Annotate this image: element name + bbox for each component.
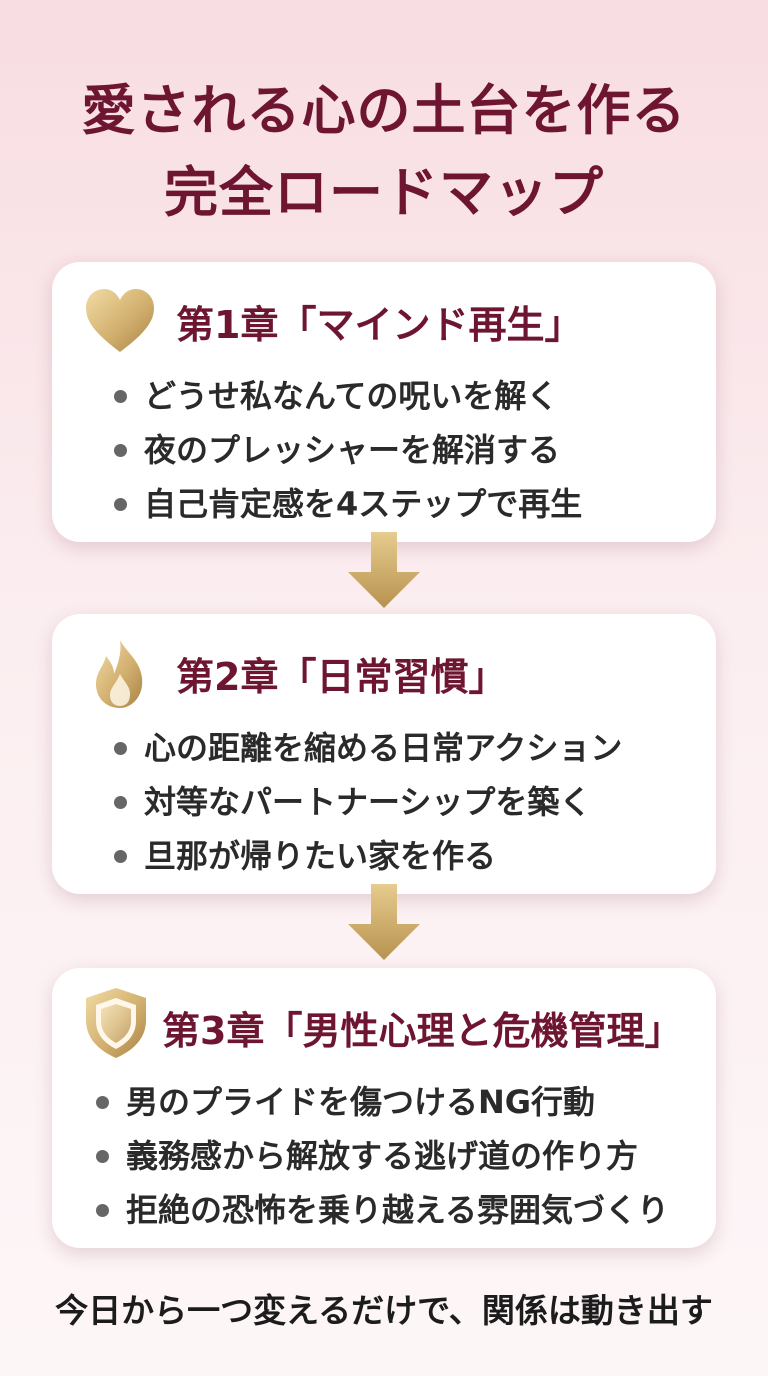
chapter-3-list: 男のプライドを傷つけるNG行動 義務感から解放する逃げ道の作り方 拒絶の恐怖を乗… <box>96 1086 669 1248</box>
flame-icon <box>96 640 143 708</box>
list-item-text: 男のプライドを傷つけるNG行動 <box>126 1083 596 1121</box>
list-item-text: 心の距離を縮める日常アクション <box>144 729 623 767</box>
list-item: 対等なパートナーシップを築く <box>114 786 622 840</box>
chapter-1-title: 第1章「マインド再生」 <box>176 303 583 347</box>
list-item: 心の距離を縮める日常アクション <box>114 732 622 786</box>
bullet-dot <box>96 1204 109 1217</box>
bullet-dot <box>114 390 127 403</box>
bullet-dot <box>114 796 127 809</box>
heart-icon <box>86 289 154 352</box>
list-item: どうせ私なんての呪いを解く <box>114 380 582 434</box>
list-item-text: 旦那が帰りたい家を作る <box>144 837 497 875</box>
chapter-2-title: 第2章「日常習慣」 <box>176 655 507 699</box>
list-item: 夜のプレッシャーを解消する <box>114 434 582 488</box>
list-item: 男のプライドを傷つけるNG行動 <box>96 1086 669 1140</box>
bullet-dot <box>114 498 127 511</box>
footer-message: 今日から一つ変えるだけで、関係は動き出す <box>55 1291 713 1330</box>
chapter-1-list: どうせ私なんての呪いを解く 夜のプレッシャーを解消する 自己肯定感を4ステップで… <box>114 380 582 542</box>
bullet-dot <box>114 850 127 863</box>
shield-icon <box>86 988 146 1058</box>
list-item-text: 拒絶の恐怖を乗り越える雰囲気づくり <box>126 1191 670 1229</box>
chapter-card-1: 第1章「マインド再生」 どうせ私なんての呪いを解く 夜のプレッシャーを解消する … <box>52 262 716 542</box>
list-item: 自己肯定感を4ステップで再生 <box>114 488 582 542</box>
list-item-text: 対等なパートナーシップを築く <box>144 783 592 821</box>
page-title-line-2: 完全ロードマップ <box>164 161 604 224</box>
down-arrow-icon <box>348 532 420 608</box>
chapter-2-list: 心の距離を縮める日常アクション 対等なパートナーシップを築く 旦那が帰りたい家を… <box>114 732 622 894</box>
chapter-3-title: 第3章「男性心理と危機管理」 <box>162 1009 683 1053</box>
list-item: 旦那が帰りたい家を作る <box>114 840 622 894</box>
chapter-card-3: 第3章「男性心理と危機管理」 男のプライドを傷つけるNG行動 義務感から解放する… <box>52 968 716 1248</box>
bullet-dot <box>96 1096 109 1109</box>
list-item-text: どうせ私なんての呪いを解く <box>144 377 559 415</box>
list-item: 義務感から解放する逃げ道の作り方 <box>96 1140 669 1194</box>
list-item-text: 夜のプレッシャーを解消する <box>144 431 561 469</box>
list-item: 拒絶の恐怖を乗り越える雰囲気づくり <box>96 1194 669 1248</box>
chapter-card-2: 第2章「日常習慣」 心の距離を縮める日常アクション 対等なパートナーシップを築く… <box>52 614 716 894</box>
list-item-text: 義務感から解放する逃げ道の作り方 <box>126 1137 639 1175</box>
list-item-text: 自己肯定感を4ステップで再生 <box>144 485 583 523</box>
bullet-dot <box>96 1150 109 1163</box>
down-arrow-icon <box>348 884 420 960</box>
bullet-dot <box>114 444 127 457</box>
page-title-line-1: 愛される心の土台を作る <box>81 79 687 142</box>
bullet-dot <box>114 742 127 755</box>
